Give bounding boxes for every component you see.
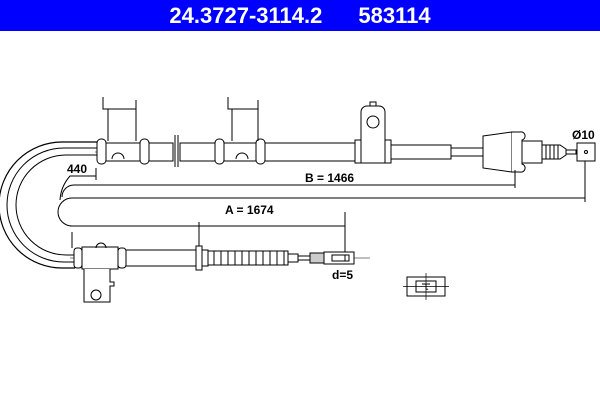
dim-440-label: 440 <box>67 162 87 176</box>
diameter-label: Ø10 <box>572 128 595 142</box>
cable-loop-outer <box>0 141 100 269</box>
reference-number: 583114 <box>358 2 431 28</box>
dim-440-line <box>59 175 96 201</box>
cable-loop-3 <box>15 154 100 256</box>
cable-drawing: 440 B = 1466 A = 1674 Ø10 d=5 <box>0 97 596 303</box>
cable-loop-2 <box>6 147 100 263</box>
dim-b-label: B = 1466 <box>305 171 354 185</box>
dim-b-line <box>61 184 515 198</box>
title-bar: 24.3727-3114.2 583114 <box>0 0 600 31</box>
d-label: d=5 <box>332 268 353 282</box>
part-number: 24.3727-3114.2 <box>169 2 323 28</box>
dim-a-label: A = 1674 <box>225 203 274 217</box>
corrugated-boot <box>207 250 289 266</box>
lever-symbol <box>403 273 449 300</box>
